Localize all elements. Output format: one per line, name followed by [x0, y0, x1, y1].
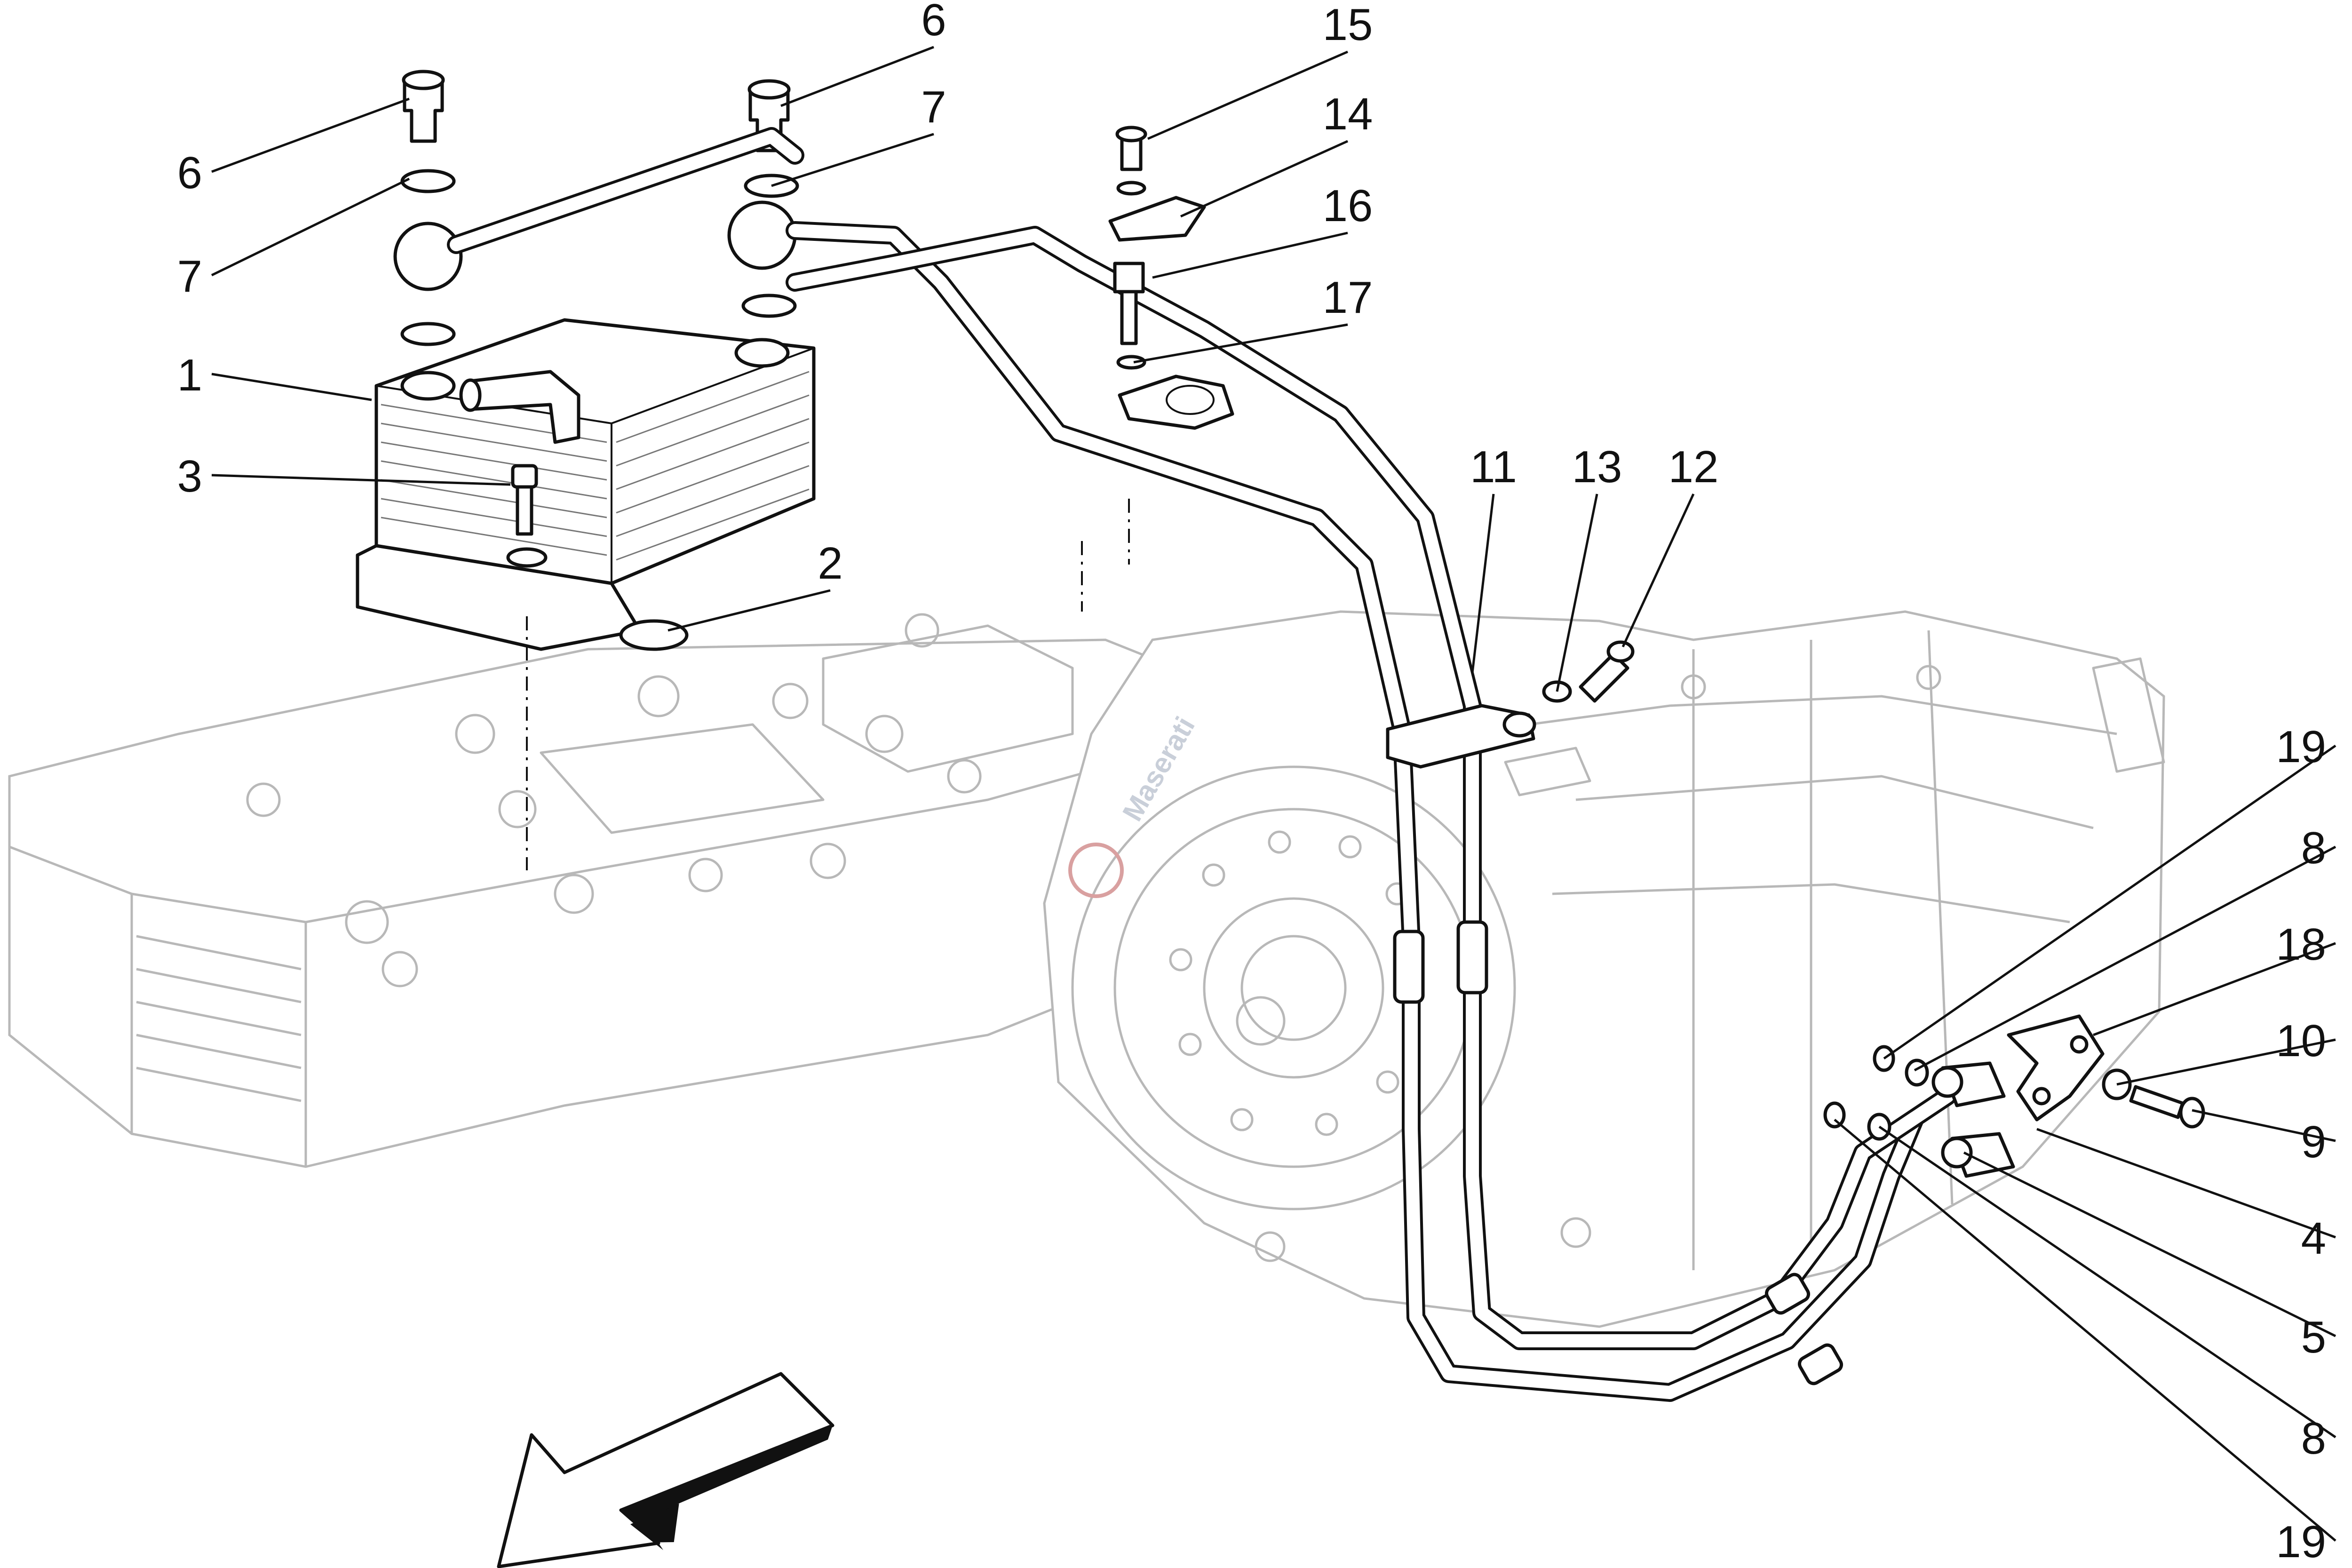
- callout-label-13: 13: [1572, 442, 1622, 492]
- callout-leader-9: [2192, 1109, 2336, 1142]
- callout-label-6: 6: [177, 148, 202, 198]
- callout-leader-5: [1963, 1151, 2336, 1337]
- callout-label-1: 1: [177, 350, 202, 400]
- transmission-case-ghost: [1043, 610, 2165, 1328]
- callout-label-16: 16: [1323, 181, 1373, 231]
- callout-label-3: 3: [177, 451, 202, 501]
- callout-leader-8: [1878, 1125, 2336, 1439]
- callout-leader-13: [1556, 493, 1598, 692]
- callout-label-17: 17: [1323, 272, 1373, 323]
- sealing-washer: [741, 294, 797, 318]
- callout-leader-6: [211, 97, 410, 173]
- callout-leader-2: [667, 589, 831, 632]
- callout-leader-7: [771, 133, 934, 187]
- callout-leader-19: [1883, 744, 2336, 1060]
- front-direction-arrow: [497, 1372, 834, 1568]
- callout-leader-4: [2036, 1128, 2336, 1239]
- callout-leader-15: [1147, 50, 1348, 140]
- callout-label-12: 12: [1669, 442, 1719, 492]
- cooler-fins: [381, 371, 810, 561]
- callout-label-14: 14: [1323, 89, 1373, 139]
- callout-leader-10: [2116, 1038, 2336, 1086]
- callout-label-15: 15: [1323, 0, 1373, 50]
- callout-label-19: 19: [2276, 722, 2326, 772]
- callout-label-19: 19: [2276, 1517, 2326, 1567]
- callout-label-9: 9: [2301, 1117, 2326, 1167]
- callout-label-4: 4: [2301, 1213, 2326, 1264]
- callout-leader-11: [1471, 493, 1495, 673]
- callout-label-7: 7: [177, 251, 202, 302]
- hollow-bolt-left: [402, 70, 445, 143]
- bolt-3: [506, 464, 548, 568]
- sealing-washer: [400, 322, 456, 346]
- callout-leader-19: [1834, 1119, 2336, 1542]
- oil-cooler: [356, 318, 816, 651]
- sealing-washer: [400, 169, 456, 193]
- cooler-elbow-fitting: [469, 370, 580, 444]
- callout-leader-18: [2093, 942, 2336, 1036]
- callout-label-11: 11: [1470, 442, 1517, 492]
- bracket-hardware: [1108, 126, 1234, 430]
- callout-leader-14: [1180, 140, 1349, 218]
- bolt-12: [1579, 652, 1629, 703]
- banjo-fitting-right: [727, 200, 797, 270]
- callout-label-5: 5: [2301, 1312, 2326, 1362]
- callout-leader-12: [1621, 493, 1695, 648]
- callout-label-7: 7: [921, 82, 946, 132]
- oil-lines: [447, 127, 1957, 1402]
- callout-leader-16: [1152, 231, 1348, 279]
- connection-fittings: [1823, 1014, 2205, 1178]
- callout-label-8: 8: [2301, 1413, 2326, 1464]
- callout-leader-7: [211, 177, 410, 277]
- bolt-12-head: [1606, 640, 1635, 663]
- callout-label-10: 10: [2276, 1016, 2326, 1066]
- callout-label-8: 8: [2301, 823, 2326, 873]
- pipe-clamp: [1386, 704, 1536, 769]
- callout-label-18: 18: [2276, 919, 2326, 970]
- callout-label-6: 6: [921, 0, 946, 45]
- callout-leader-1: [211, 373, 372, 401]
- banjo-fitting-left: [393, 222, 463, 291]
- callout-leader-3: [211, 474, 511, 486]
- valve-body-ghost: [8, 613, 1224, 1168]
- o-ring-2: [619, 619, 689, 651]
- callout-leader-17: [1133, 323, 1348, 364]
- callout-label-2: 2: [818, 538, 842, 589]
- callout-leader-6: [780, 46, 934, 107]
- centre-line: [1081, 499, 1130, 612]
- callout-leader-8: [1914, 845, 2336, 1072]
